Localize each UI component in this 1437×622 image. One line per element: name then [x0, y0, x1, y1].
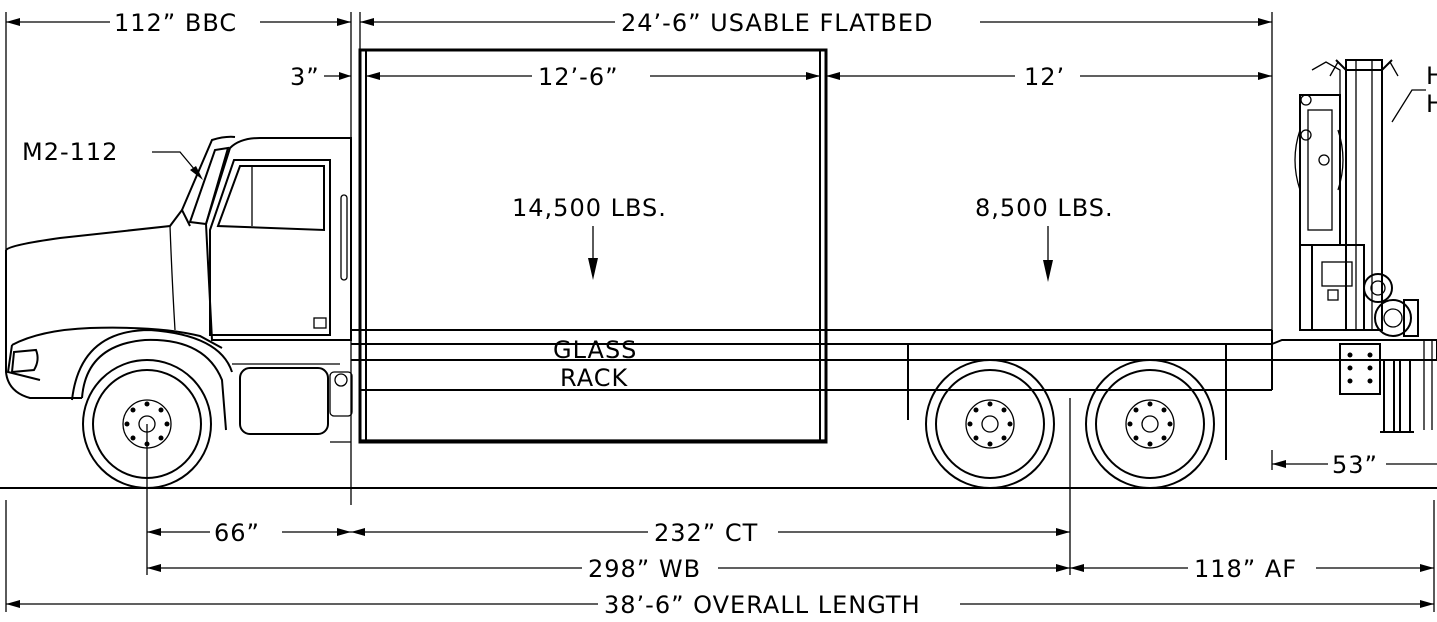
dim-wb: 298” WB	[588, 555, 701, 583]
rear-load-arrow	[1043, 226, 1053, 282]
crane-section-leader	[1391, 89, 1426, 123]
dim-ct: 232” CT	[654, 519, 758, 547]
dim-gap: 3”	[290, 63, 320, 91]
dim-af: 118” AF	[1194, 555, 1297, 583]
dim-bbc: 112” BBC	[114, 9, 237, 37]
rear-wheel-2	[1085, 359, 1215, 489]
crane-cut-label-1: H	[1426, 62, 1437, 90]
model-leader	[152, 151, 203, 180]
knuckle-crane	[1271, 59, 1437, 433]
rear-load-label: 8,500 LBS.	[975, 194, 1114, 222]
dim-usable-flatbed: 24’-6” USABLE FLATBED	[621, 9, 934, 37]
dim-crane-base: 53”	[1332, 451, 1378, 479]
rear-wheel-1	[925, 359, 1055, 489]
dim-overall: 38’-6” OVERALL LENGTH	[604, 591, 921, 619]
rack-load-arrow	[588, 226, 598, 280]
dim-front-axle-to-cab: 66”	[214, 519, 260, 547]
truck-frame	[350, 140, 1273, 505]
dim-rack-length: 12’-6”	[538, 63, 619, 91]
rack-label-line1: GLASS	[553, 336, 637, 364]
dim-rear-deck: 12’	[1024, 63, 1065, 91]
model-label: M2-112	[22, 138, 118, 166]
top-dimension-lines	[5, 12, 1273, 330]
rack-label-line2: RACK	[560, 364, 628, 392]
bottom-dimension-lines	[5, 398, 1437, 612]
rack-load-label: 14,500 LBS.	[512, 194, 667, 222]
glass-rack	[358, 48, 828, 444]
truck-cab	[5, 135, 353, 443]
crane-cut-label-2: H	[1426, 90, 1437, 118]
